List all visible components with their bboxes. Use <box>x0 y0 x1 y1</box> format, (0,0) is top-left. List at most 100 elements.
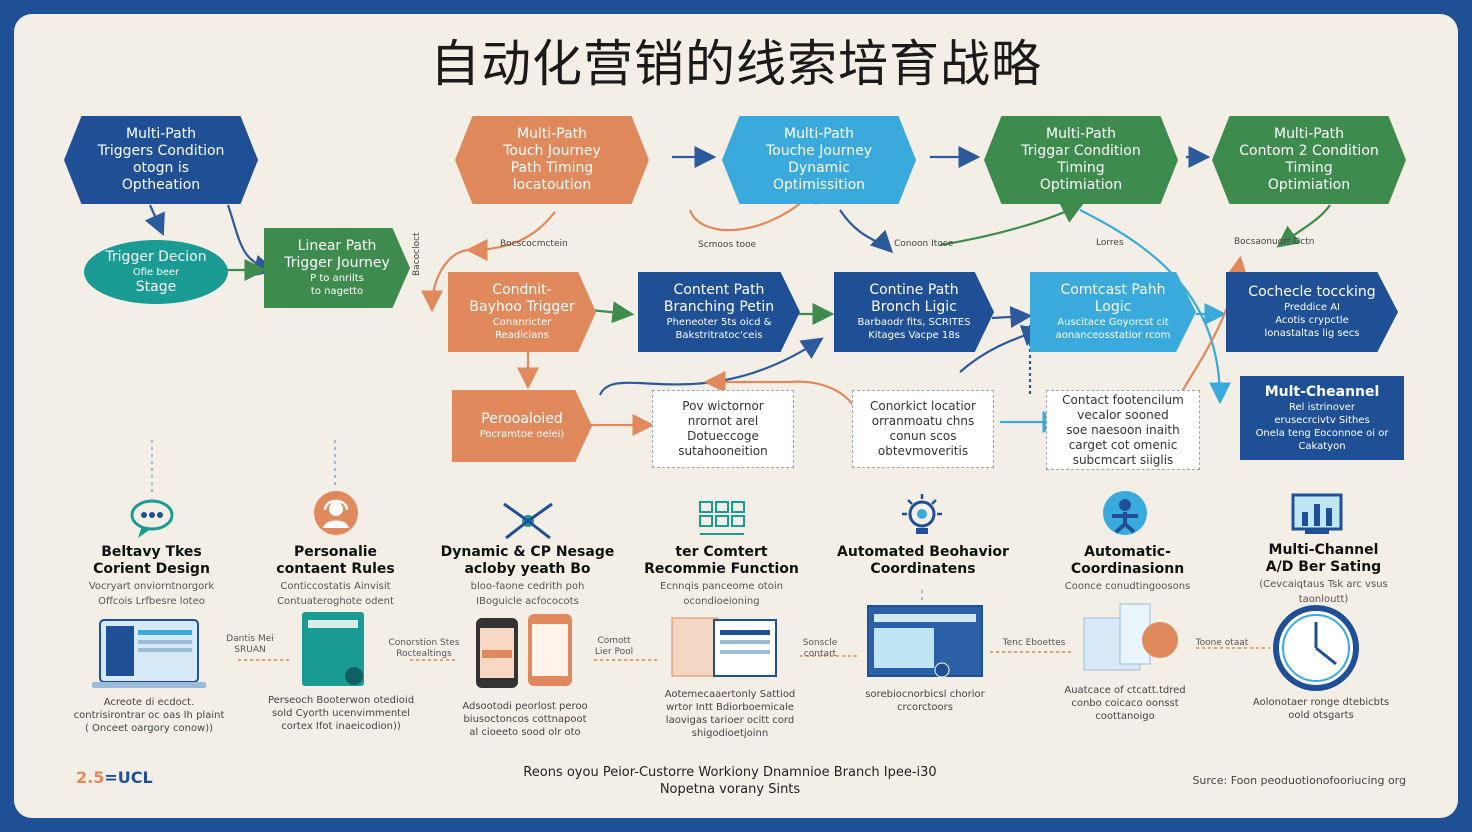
contact-path-logic-box: Comtcast Pahh Logic Auscitace Goyorcst c… <box>1030 272 1196 352</box>
node-line: Onela teng Eoconnoe oi or <box>1255 427 1389 439</box>
node-line: Acotis crypctle <box>1275 315 1349 326</box>
node-line: Perooaloied <box>481 411 563 427</box>
node-line: carget cot omenic <box>1068 437 1178 452</box>
content-path-logic-box: Contine Path Bronch Ligic Barbaodr fits,… <box>834 272 994 352</box>
headset-person-icon <box>314 491 358 535</box>
caption-5: sorebiocnorbicsl chorior crcorctoors <box>840 688 1010 714</box>
connector-label: Bocsaonuorr Dctn <box>1234 237 1315 247</box>
multi-path-timing-hex: Multi-Path Triggar Condition Timing Opti… <box>984 116 1178 204</box>
caption-4: Aotemecaaertonly Sattiod wrtor Intt Bdio… <box>640 688 820 740</box>
node-line: Pheneoter 5ts oicd & <box>666 317 772 328</box>
node-line: Optheation <box>121 177 201 193</box>
connector-label: Bocscocmctein <box>500 239 568 249</box>
node-line: Multi-Path <box>783 126 855 142</box>
multi-path-content-hex: Multi-Path Contom 2 Condition Timing Opt… <box>1212 116 1406 204</box>
node-line: Timing <box>1285 160 1333 176</box>
caption-line: ( Onceet oargory conow)) <box>84 723 214 734</box>
connector-label-vertical: Bacocloct <box>412 232 422 276</box>
logo-part: =UCL <box>104 768 153 787</box>
node-line: vecalor sooned <box>1077 407 1169 422</box>
feature-subtitle: Contuateroghote odent <box>277 596 394 607</box>
caption-line: laovigas tarioer ocitt cord <box>665 715 795 726</box>
feature-behavior-content: Beltavy Tkes Corient Design Vocryart onv… <box>64 544 239 608</box>
node-line: Triggers Condition <box>97 143 225 159</box>
node-line: Touche Journey <box>765 143 873 159</box>
node-line: Trigger Journey <box>284 255 390 271</box>
node-line: Preddice AI <box>1284 302 1340 313</box>
feature-subtitle: Conticcostatis Ainvisit <box>280 581 391 592</box>
node-line: sutahooneition <box>678 444 768 458</box>
caption-7: Aolonotaer ronge dtebicbts oold otsgarts <box>1236 696 1406 722</box>
coordination-person-icon <box>1103 491 1147 535</box>
caption-line: Auatcace of ctcatt.tdred <box>1064 685 1186 696</box>
feature-title: Coordinatens <box>870 561 976 577</box>
feature-subtitle: taonloutt) <box>1298 594 1349 605</box>
logo-part: 2.5 <box>76 768 105 787</box>
feature-subtitle: Ecnnqis panceome otoin <box>660 581 783 592</box>
caption-line: cortex Ifot inaeicodion)) <box>281 721 401 732</box>
node-line: conun scos <box>889 429 957 443</box>
feature-subtitle: Coonce conudtingoosons <box>1064 581 1191 592</box>
feature-recommend: ter Comtert Recommie Function Ecnnqis pa… <box>634 544 809 608</box>
feature-personal-rules: Personalie contaent Rules Conticcostatis… <box>248 544 423 608</box>
node-line: Timing <box>1057 160 1105 176</box>
caption-line: Aolonotaer ronge dtebicbts <box>1252 697 1390 708</box>
caption-2: Perseoch Booterwon otedioid sold Cyorth … <box>256 694 426 733</box>
node-line: Path Timing <box>510 160 594 176</box>
source-note: Surce: Foon peoduotionofooriucing org <box>1192 774 1406 787</box>
node-line: locatoution <box>512 177 592 193</box>
feature-title: Dynamic & CP Nesage <box>440 544 615 560</box>
feature-subtitle: IBoguicle acfococots <box>476 596 579 607</box>
caption-line: contrisirontrar oc oas Ih plaint <box>73 710 225 721</box>
feature-title: Coordinasionn <box>1070 561 1185 577</box>
multi-channel-box: Mult-Cheannel Rel istrinover erusecrcivt… <box>1240 376 1404 460</box>
trigger-decision-oval: Trigger Decion Ofie beer Stage <box>84 240 228 304</box>
caption-line: conbo coicaco oonsst <box>1071 698 1179 709</box>
multi-path-touch-hex: Multi-Path Touch Journey Path Timing loc… <box>455 116 649 204</box>
node-line: Readicians <box>495 330 549 341</box>
white-step-2: Conorkict locatior orranmoatu chns conun… <box>852 390 994 468</box>
caption-line: wrtor Intt Bdiorboemicale <box>666 702 794 713</box>
caption-line: crcorctoors <box>897 702 953 713</box>
mini-line: Sonscle <box>802 638 838 648</box>
personalized-box: Perooaloied Pocramtoe oelei) <box>452 390 592 462</box>
node-line: to nagetto <box>310 286 364 297</box>
mini-line: Roctealtings <box>396 649 452 659</box>
node-line: Linear Path <box>297 238 377 254</box>
ucl-logo: 2.5=UCL <box>76 768 153 787</box>
behavior-trigger-box: Condnit- Bayhoo Trigger Conanricter Read… <box>448 272 596 352</box>
feature-title: Automatic- <box>1084 544 1171 560</box>
mini-line: Lier Pool <box>594 647 634 657</box>
footer-line: Reons oyou Peior-Custorre Workiony Dnamn… <box>523 765 937 780</box>
node-line: Kitages Vacpe 18s <box>868 330 960 341</box>
caption-line: oold otsgarts <box>1288 710 1354 721</box>
node-line: Triggar Condition <box>1021 143 1141 159</box>
node-line: Optimiation <box>1039 177 1123 193</box>
node-line: Conanricter <box>492 317 552 328</box>
caption-line: biusoctoncos cottnapoot <box>463 714 587 725</box>
node-line: lonastaltas lig secs <box>1264 328 1360 339</box>
node-line: Multi-Path <box>1273 126 1345 142</box>
caption-line: Adsootodi peorlost peroo <box>462 701 588 712</box>
caption-line: sorebiocnorbicsl chorior <box>865 689 985 700</box>
node-line: Multi-Path <box>125 126 197 142</box>
connector-label: Conoon Itoce <box>894 239 954 249</box>
node-line: Pov wictornor <box>682 399 764 413</box>
feature-subtitle: (Cevcaiqtaus Tsk arc vsus <box>1259 579 1388 590</box>
mini-line: Conorstion Stes <box>388 638 460 648</box>
mini-label: Comott Lier Pool <box>584 636 644 658</box>
node-line: Branching Petin <box>663 299 775 315</box>
feature-title: Corient Design <box>93 561 210 577</box>
bar-chart-device-icon <box>1291 493 1343 534</box>
node-line: Mult-Cheannel <box>1264 383 1380 400</box>
feature-title: Automated Beohavior <box>837 544 1009 560</box>
feature-title: Personalie <box>293 544 378 560</box>
mini-label: Conorstion Stes Roctealtings <box>384 638 464 660</box>
feature-automated-behavior: Automated Beohavior Coordinatens <box>828 544 1018 578</box>
node-line: Barbaodr fits, SCRITES <box>857 317 971 328</box>
content-path-branching-box: Content Path Branching Petin Pheneoter 5… <box>638 272 800 352</box>
mini-label: Dantis Mei SRUAN <box>220 634 280 656</box>
node-line: Logic <box>1094 299 1132 315</box>
node-line: soe naesoon inaith <box>1066 422 1180 437</box>
node-line: Bronch Ligic <box>871 299 957 315</box>
